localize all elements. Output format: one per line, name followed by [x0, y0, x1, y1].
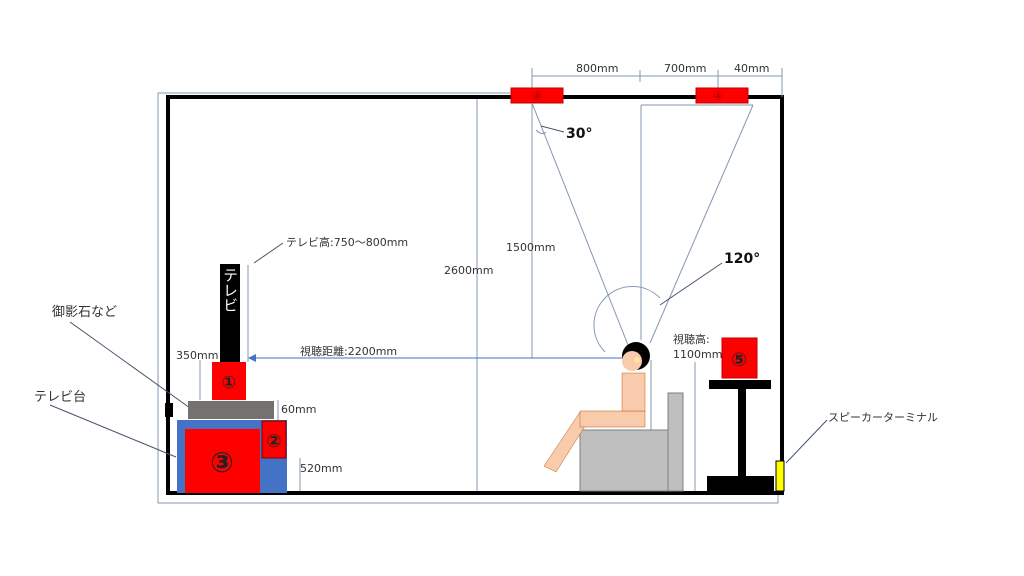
marker-1: ①	[222, 373, 236, 393]
sofa-seat	[579, 429, 669, 492]
center-speaker	[212, 362, 246, 400]
geometry-lines	[199, 99, 754, 491]
tv	[220, 264, 240, 362]
dim-700: 700mm	[664, 62, 706, 75]
room-walls	[166, 95, 784, 495]
speaker-stand-pole	[738, 389, 746, 476]
ceiling-height-label: 2600mm	[444, 264, 493, 277]
sofa-back	[667, 392, 684, 492]
speaker-drop-label: 1500mm	[506, 241, 555, 254]
tv-label: テレビ	[221, 268, 239, 313]
speaker-stand-base	[707, 476, 774, 491]
speaker-stand-top	[709, 380, 771, 389]
stand-height-label: 520mm	[300, 462, 342, 475]
listener-torso	[621, 372, 646, 412]
marker-4b: ④	[713, 89, 724, 103]
tv-base-height-label: 350mm	[176, 349, 218, 362]
ceiling-speaker-1	[510, 87, 564, 104]
dim-40: 40mm	[734, 62, 769, 75]
tv-height-label: テレビ高:750〜800mm	[286, 235, 408, 249]
listener-thigh	[579, 410, 646, 428]
tv-stand-label: テレビ台	[34, 390, 86, 405]
outer-dimension-frame	[157, 92, 779, 504]
dim-800: 800mm	[576, 62, 618, 75]
rear-speaker	[721, 337, 758, 379]
listening-height-label: 視聴高:	[673, 332, 710, 346]
wall-outlet	[165, 403, 173, 417]
viewing-distance-label: 視聴距離:2200mm	[300, 344, 397, 358]
marker-4a: ④	[532, 89, 543, 103]
listening-height-value: 1100mm	[673, 348, 722, 361]
listener-ear	[634, 357, 640, 363]
granite-slab	[188, 401, 274, 419]
subwoofer	[185, 429, 260, 493]
amplifier	[261, 420, 287, 459]
stone-label: 御影石など	[52, 305, 117, 320]
speaker-terminal-label: スピーカーターミナル	[828, 411, 938, 424]
listener-angle-label: 120°	[724, 251, 760, 267]
marker-2: ②	[266, 431, 281, 452]
stone-thickness-label: 60mm	[281, 403, 316, 416]
ceiling-speaker-2	[695, 87, 749, 104]
arrowhead	[248, 354, 256, 362]
annotation-arrows	[49, 125, 828, 464]
speaker-terminal	[775, 460, 785, 492]
listener-face	[622, 351, 642, 371]
marker-5: ⑤	[731, 349, 747, 371]
speaker-angle-label: 30°	[566, 126, 592, 142]
marker-3: ③	[210, 446, 234, 479]
